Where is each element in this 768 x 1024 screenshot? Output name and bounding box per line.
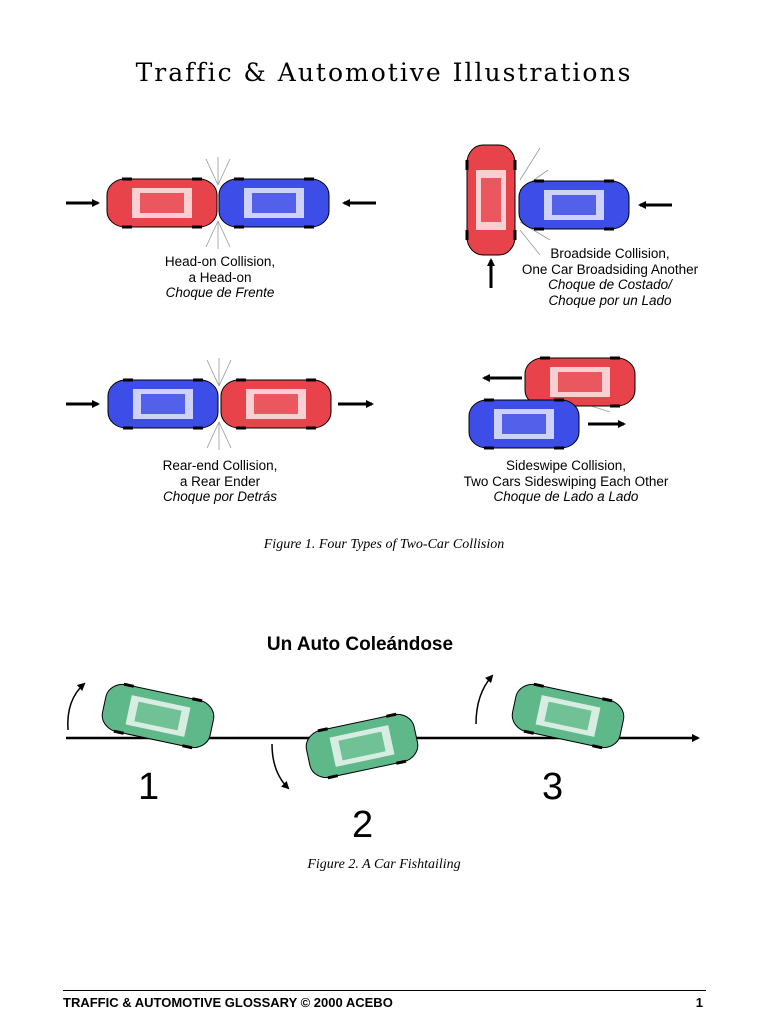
caption-es-line: Choque de Frente [165, 285, 275, 300]
caption-es-line: Choque por un Lado [548, 292, 672, 308]
broadside-diagram [465, 143, 672, 288]
caption-es-line: Choque de Lado a Lado [493, 489, 639, 504]
sideswipe-diagram [467, 356, 637, 450]
broadside-caption: Broadside Collision, One Car Broadsiding… [510, 246, 710, 308]
caption-en-line: Head-on Collision, [164, 254, 276, 269]
caption-en-line: Sideswipe Collision, [505, 458, 627, 473]
caption-en-line: a Head-on [188, 269, 252, 285]
caption-en-line: One Car Broadsiding Another [521, 261, 699, 277]
page-title: Traffic & Automotive Illustrations [135, 58, 633, 87]
head-on-caption: Head-on Collision, a Head-on Choque de F… [120, 254, 320, 301]
green-car-3 [507, 679, 629, 753]
blue-car [217, 177, 331, 229]
caption-en-line: a Rear Ender [179, 473, 261, 489]
head-on-diagram [66, 156, 376, 250]
blue-car [106, 378, 220, 430]
figure-1-caption: Figure 1. Four Types of Two-Car Collisio… [263, 537, 505, 552]
page-footer: TRAFFIC & AUTOMOTIVE GLOSSARY © 2000 ACE… [63, 990, 706, 1010]
green-car-1 [97, 679, 219, 753]
green-car-2 [301, 709, 423, 783]
red-car [219, 378, 333, 430]
page-number: 1 [695, 995, 703, 1010]
figure-2-caption: Figure 2. A Car Fishtailing [307, 857, 461, 872]
red-car [523, 356, 637, 408]
figure-2-heading: Un Auto Coleándose [266, 634, 454, 655]
rotation-arrow-icon [271, 743, 290, 790]
caption-en-line: Rear-end Collision, [162, 458, 278, 473]
sideswipe-caption: Sideswipe Collision, Two Cars Sideswipin… [446, 458, 686, 505]
fishtail-diagram [66, 674, 700, 790]
caption-en-line: Two Cars Sideswiping Each Other [463, 473, 669, 489]
caption-es-line: Choque de Costado/ [548, 277, 672, 292]
step-label-2: 2 [352, 804, 374, 846]
rotation-arrow-icon [475, 674, 494, 725]
rear-end-caption: Rear-end Collision, a Rear Ender Choque … [120, 458, 320, 505]
red-car [105, 177, 219, 229]
rotation-arrow-icon [67, 682, 86, 731]
step-label-3: 3 [542, 766, 564, 808]
blue-car [517, 179, 631, 231]
step-label-1: 1 [138, 766, 160, 808]
footer-title: TRAFFIC & AUTOMOTIVE GLOSSARY © 2000 ACE… [63, 995, 393, 1010]
caption-en-line: Broadside Collision, [550, 246, 670, 261]
rear-end-diagram [66, 357, 374, 451]
blue-car [467, 398, 581, 450]
red-car [465, 143, 517, 257]
caption-es-line: Choque por Detrás [162, 489, 278, 504]
